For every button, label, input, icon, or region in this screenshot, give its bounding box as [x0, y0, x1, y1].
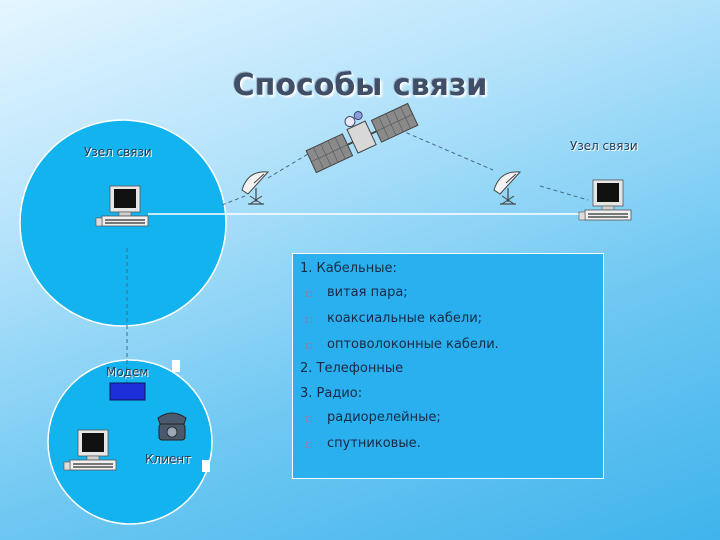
phone-heading: 2. Телефонные: [300, 361, 404, 376]
list-item: оптоволоконные кабели.: [327, 337, 499, 352]
bullet-icon: [306, 291, 312, 297]
bullet-icon: [306, 416, 312, 422]
list-item: коаксиальные кабели;: [327, 311, 483, 326]
dish-right-link: [539, 185, 589, 201]
client-label: Клиент: [145, 452, 192, 466]
accent-bar: [202, 460, 210, 472]
bullet-icon: [306, 317, 312, 323]
list-item: спутниковые.: [327, 436, 421, 451]
page-title: Способы связи: [232, 68, 488, 103]
satellite-dish-icon: [241, 171, 269, 205]
list-item: витая пара;: [327, 285, 408, 300]
computer-icon: [578, 179, 632, 221]
satellite-icon: [305, 102, 419, 174]
uplink-left-line: [267, 147, 319, 179]
list-item: радиорелейные;: [327, 410, 441, 425]
downlink-right-line: [399, 129, 494, 171]
telephone-icon: [157, 412, 187, 441]
cable-heading: 1. Кабельные:: [300, 261, 397, 276]
client-circle: [47, 359, 213, 525]
bullet-icon: [306, 343, 312, 349]
satellite-dish-icon: [493, 171, 521, 205]
communication-methods-panel: 1. Кабельные: витая пара; коаксиальные к…: [292, 253, 604, 479]
node-label-left: Узел связи: [84, 145, 152, 159]
dish-left-link: [221, 195, 246, 206]
accent-bar: [172, 360, 180, 372]
node-label-right: Узел связи: [570, 139, 638, 153]
modem-label: Модем: [106, 365, 149, 379]
radio-heading: 3. Радио:: [300, 386, 363, 401]
bullet-icon: [306, 442, 312, 448]
modem-icon: [109, 382, 146, 401]
